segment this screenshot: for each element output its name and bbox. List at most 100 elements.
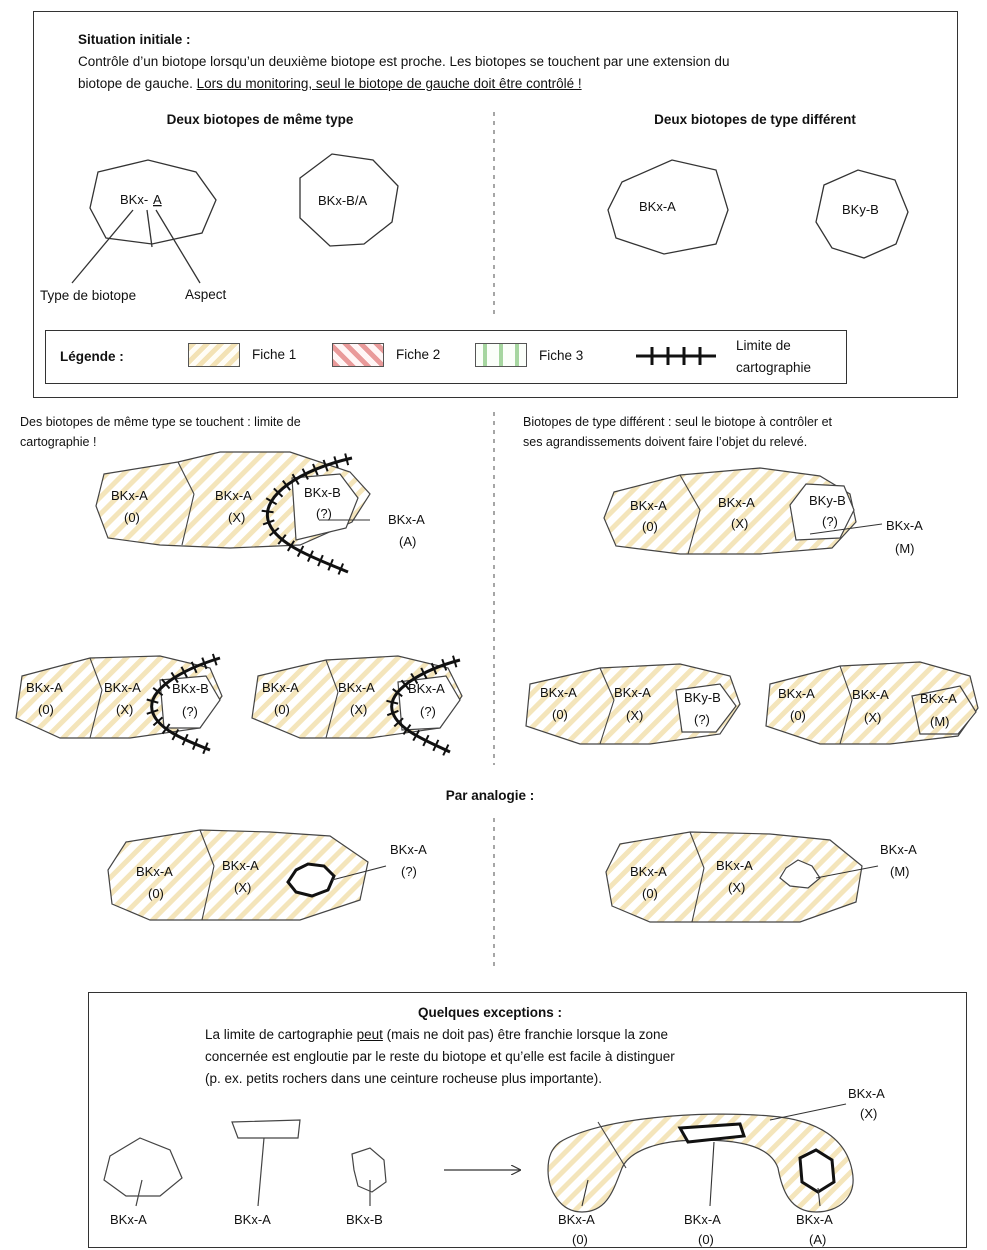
limit-tick-1 [180, 666, 188, 678]
example-diff-lower-1 [525, 663, 741, 745]
limit-tick-0 [265, 497, 278, 506]
label-r2-a: BKx-A [778, 686, 815, 701]
limit-curve-upper [265, 456, 353, 574]
aspect-letter: A [153, 192, 162, 207]
initial-situation-line1: Contrôle d’un biotope lorsqu’un deuxième… [78, 54, 730, 69]
label-l2-a: BKx-A [262, 680, 299, 695]
limit-tick-1 [170, 671, 179, 684]
label-r1-b: BKx-A [614, 685, 651, 700]
analogy-l-b: BKx-A [222, 858, 259, 873]
bkx-a-label: BKx-A [639, 199, 676, 214]
label-x-upper-2: (X) [228, 510, 245, 525]
limit-tick-2 [432, 739, 440, 752]
exc-res-3b: (A) [809, 1232, 826, 1247]
limit-tick-0 [286, 540, 296, 552]
limit-tick-0 [261, 509, 274, 514]
label-r1-q: (?) [694, 712, 710, 727]
label-l2-c: BKx-A [408, 681, 445, 696]
analogy-r-m: (M) [890, 864, 910, 879]
label-l1-c: BKx-B [172, 681, 209, 696]
biotope-polygon-left [89, 159, 217, 245]
legend-title: Légende : [60, 349, 124, 364]
label-m-r4: (M) [895, 541, 915, 556]
limit-tick-1 [171, 728, 180, 741]
limit-tick-1 [201, 657, 208, 670]
bky-b-label: BKy-B [842, 202, 879, 217]
same-type-text-line1: Des biotopes de même type se touchent : … [20, 415, 301, 429]
label-r2-c: BKx-A [920, 691, 957, 706]
example-diff-lower-2 [765, 661, 979, 745]
different-type-title: Deux biotopes de type différent [654, 112, 856, 127]
label-bkx-a-r4: BKx-A [886, 518, 923, 533]
limit-tick-2 [400, 679, 410, 691]
limit-tick-0 [291, 473, 300, 485]
limit-tick-1 [161, 678, 171, 690]
exc-label-3: BKx-B [346, 1212, 383, 1227]
label-bkx-a-upper-1: BKx-A [111, 488, 148, 503]
limit-tick-2 [392, 688, 403, 698]
limit-tick-2 [393, 717, 404, 728]
limit-tick-1 [152, 716, 164, 727]
limit-tick-2 [422, 734, 430, 747]
limit-tick-1 [190, 661, 198, 674]
analogy-r-b: BKx-A [716, 858, 753, 873]
fiche2-swatch [332, 343, 384, 367]
label-l1-b: BKx-A [104, 680, 141, 695]
exceptions-shapes [103, 1119, 520, 1207]
limit-tick-0 [312, 463, 319, 476]
blob-left-upper-ext [291, 473, 359, 541]
limit-tick-1 [202, 742, 209, 755]
exceptions-line2: concernée est engloutie par le reste du … [205, 1049, 675, 1064]
analogy-l-c: BKx-A [390, 842, 427, 857]
label-a-upper-right: (A) [399, 534, 416, 549]
limit-legend-line [636, 347, 716, 365]
limit-tick-1 [181, 733, 189, 746]
limit-tick-0 [301, 468, 309, 480]
exceptions-result [547, 1103, 854, 1213]
analogy-r-x: (X) [728, 880, 745, 895]
label-l2-x: (X) [350, 702, 367, 717]
limit-tick-2 [386, 699, 399, 705]
aspect-pointer-2 [146, 209, 153, 248]
exc-res-2b: (0) [698, 1232, 714, 1247]
limit-tick-0 [327, 558, 334, 571]
label-r2-m: (M) [930, 714, 950, 729]
initial-situation-line2-underlined: Lors du monitoring, seul le biotope de g… [196, 76, 582, 91]
fiche3-label: Fiche 3 [539, 348, 584, 363]
example-same-lower-1 [15, 655, 223, 752]
analogy-r-a: BKx-A [630, 864, 667, 879]
biotope-polygon-a [607, 159, 729, 255]
label-bkx-b-upper: BKx-B [304, 485, 341, 500]
limit-tick-2 [386, 709, 399, 717]
label-l1-q: (?) [182, 704, 198, 719]
label-r1-c: BKy-B [684, 690, 721, 705]
analogy-l-q: (?) [401, 864, 417, 879]
limit-tick-1 [161, 723, 171, 735]
same-type-title: Deux biotopes de même type [166, 112, 354, 127]
label-l2-q: (?) [420, 704, 436, 719]
limit-tick-0 [296, 545, 305, 558]
exceptions-box [88, 992, 967, 1248]
type-pointer [71, 209, 134, 284]
limit-tick-0 [306, 550, 314, 563]
limit-tick-0 [317, 554, 324, 567]
fiche1-label: Fiche 1 [252, 347, 297, 362]
analogy-r-0: (0) [642, 886, 658, 901]
exc-res-1: BKx-A [558, 1212, 595, 1227]
label-r2-x: (X) [864, 710, 881, 725]
limit-tick-2 [441, 658, 448, 671]
initial-same-type [71, 153, 399, 284]
bkx-label: BKx- [120, 192, 148, 207]
exceptions-title: Quelques exceptions : [417, 1005, 563, 1020]
different-type-text-line2: ses agrandissements doivent faire l’obje… [523, 435, 808, 449]
initial-situation-line2-text: biotope de gauche. [78, 76, 197, 91]
label-bkx-a-r1: BKx-A [630, 498, 667, 513]
label-r1-x: (X) [626, 708, 643, 723]
limit-tick-0 [344, 453, 350, 466]
analogy-r-c: BKx-A [880, 842, 917, 857]
exceptions-line1: La limite de cartographie peut (mais ne … [205, 1025, 668, 1045]
limit-tick-0 [282, 480, 291, 491]
biotope-polygon-right [299, 153, 399, 247]
exceptions-line1-underlined: peut [356, 1027, 383, 1042]
